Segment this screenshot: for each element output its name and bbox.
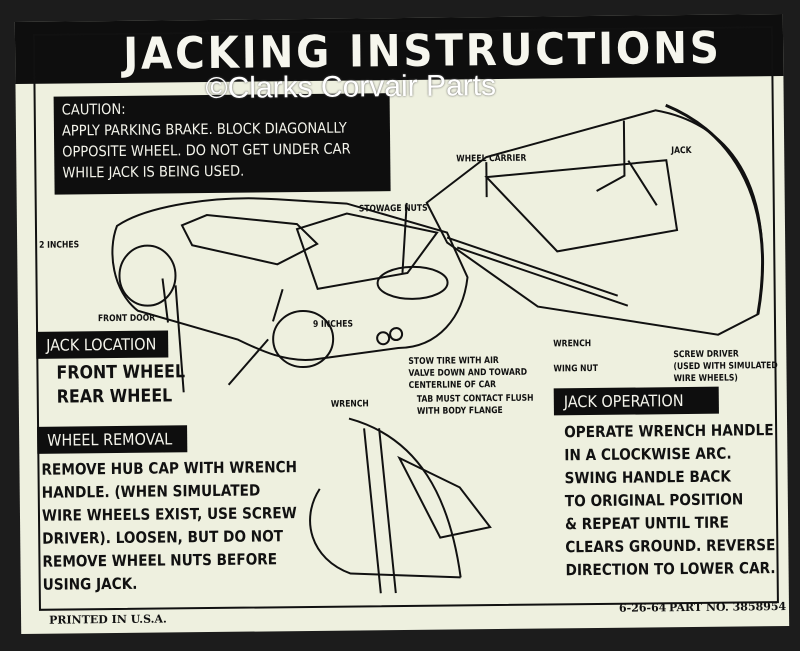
jack-operation-heading: JACK OPERATION <box>553 386 719 416</box>
jack-location-list: FRONT WHEEL REAR WHEEL <box>56 360 185 409</box>
text-line: SWING HANDLE BACK <box>564 467 732 488</box>
text-line: WIRE WHEELS EXIST, USE SCREW <box>41 504 297 525</box>
jacking-instructions-decal: JACKING INSTRUCTIONS CAUTION: APPLY PARK… <box>14 13 790 635</box>
label-line: VALVE DOWN AND TOWARD <box>408 367 528 379</box>
text-line: & REPEAT UNTIL TIRE <box>565 513 730 534</box>
label-wing-nut: WING NUT <box>553 363 598 375</box>
label-line: WITH BODY FLANGE <box>416 405 503 417</box>
label-line: TAB MUST CONTACT FLUSH <box>416 393 534 405</box>
text-line: USING JACK. <box>42 574 138 594</box>
label-tab: TAB MUST CONTACT FLUSH WITH BODY FLANGE <box>417 393 534 418</box>
label-line: CENTERLINE OF CAR <box>408 380 497 391</box>
front-wheel: FRONT WHEEL <box>56 361 186 384</box>
jack-location-heading: JACK LOCATION <box>36 330 169 359</box>
label-stowage-nuts: STOWAGE NUTS <box>358 203 428 215</box>
label-stow-tire: STOW TIRE WITH AIR VALVE DOWN AND TOWARD… <box>408 355 527 392</box>
text-line: IN A CLOCKWISE ARC. <box>564 444 732 465</box>
label-9-inches: 9 INCHES <box>312 319 354 330</box>
print-date: 6-26-64 <box>618 601 667 615</box>
text-line: DRIVER). LOOSEN, BUT DO NOT <box>42 527 284 548</box>
watermark: ©Clarks Corvair Parts <box>205 69 497 106</box>
printed-in-usa: PRINTED IN U.S.A. <box>49 612 167 627</box>
label-jack: JACK <box>671 145 692 157</box>
label-front-door: FRONT DOOR <box>97 313 156 325</box>
label-wrench-lower: WRENCH <box>330 399 369 410</box>
label-wheel-carrier: WHEEL CARRIER <box>456 153 527 165</box>
rear-wheel: REAR WHEEL <box>56 385 173 408</box>
label-screw-driver: SCREW DRIVER (USED WITH SIMULATED WIRE W… <box>673 348 778 385</box>
label-line: (USED WITH SIMULATED <box>673 361 778 373</box>
wrench-diagram <box>309 417 462 594</box>
label-2-inches: 2 INCHES <box>39 240 80 251</box>
text-line: CLEARS GROUND. REVERSE <box>565 536 776 557</box>
diagram-illustration <box>111 103 764 594</box>
jack-operation-text: OPERATE WRENCH HANDLE IN A CLOCKWISE ARC… <box>564 419 776 582</box>
text-line: DIRECTION TO LOWER CAR. <box>565 559 776 580</box>
label-line: SCREW DRIVER <box>673 349 739 361</box>
wheel-removal-heading: WHEEL REMOVAL <box>37 425 188 454</box>
part-number: PART NO. 3858954 <box>668 599 787 615</box>
text-line: REMOVE HUB CAP WITH WRENCH <box>41 458 298 479</box>
text-line: HANDLE. (WHEN SIMULATED <box>41 481 261 502</box>
text-line: OPERATE WRENCH HANDLE <box>564 421 774 442</box>
text-line: TO ORIGINAL POSITION <box>564 490 744 511</box>
car-outline <box>111 197 469 361</box>
wheel-removal-text: REMOVE HUB CAP WITH WRENCH HANDLE. (WHEN… <box>41 456 298 597</box>
label-line: WIRE WHEELS) <box>673 373 738 385</box>
label-wrench: WRENCH <box>553 339 592 350</box>
text-line: REMOVE WHEEL NUTS BEFORE <box>42 550 278 571</box>
trunk-outline <box>425 109 764 336</box>
